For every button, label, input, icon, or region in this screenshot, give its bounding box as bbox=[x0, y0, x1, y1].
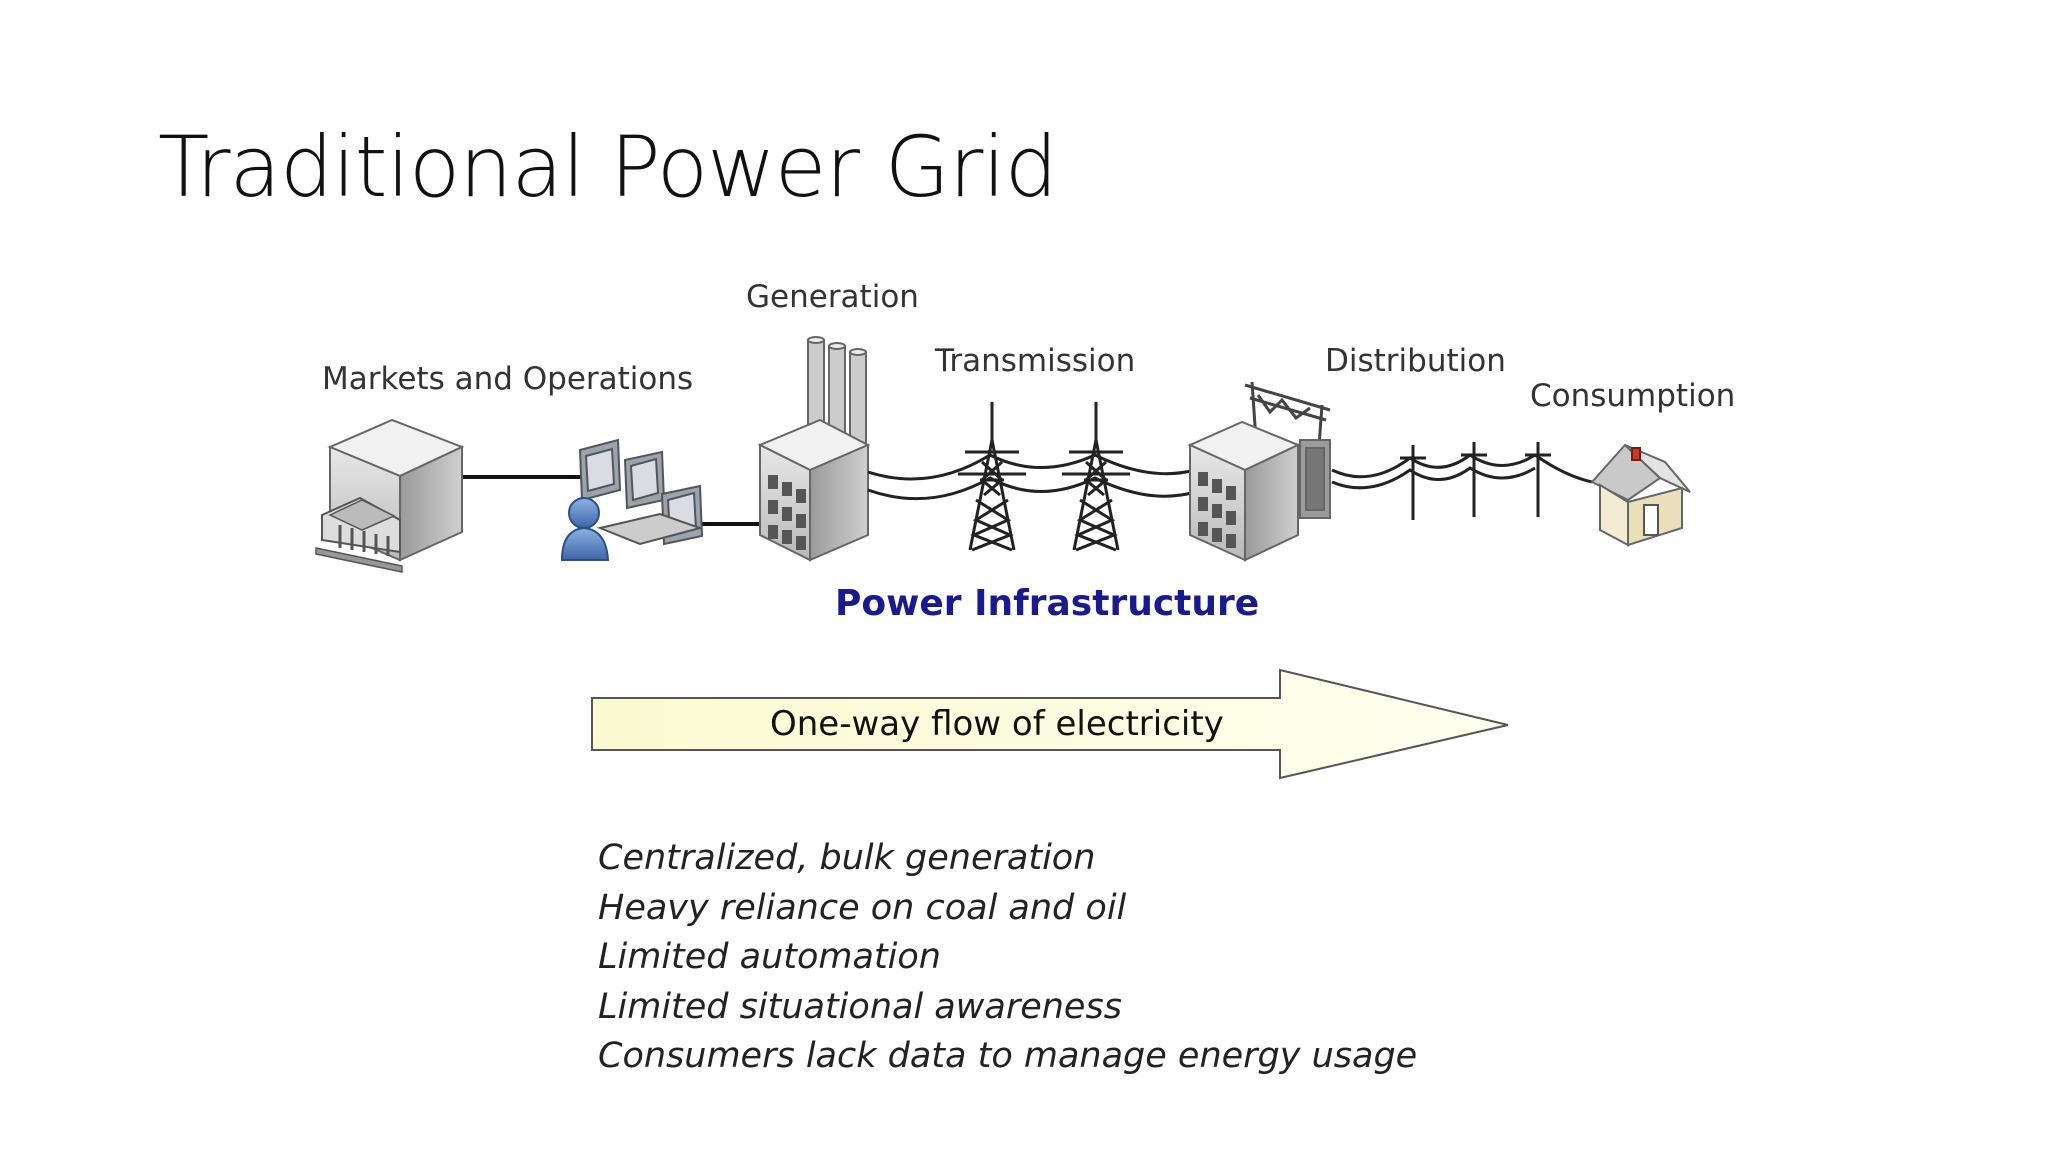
control-link-line bbox=[458, 475, 768, 526]
transmission-tower-icon bbox=[1062, 402, 1130, 552]
slide-title: Traditional Power Grid bbox=[158, 118, 1058, 216]
flow-arrow-label: One-way flow of electricity bbox=[770, 704, 1224, 744]
utility-pole-icon bbox=[1461, 442, 1487, 517]
one-way-flow-arrow bbox=[591, 668, 1509, 780]
list-item: Heavy reliance on coal and oil bbox=[598, 887, 1127, 928]
distribution-lines bbox=[1331, 453, 1593, 490]
label-transmission: Transmission bbox=[935, 343, 1136, 379]
list-item: Limited situational awareness bbox=[598, 986, 1122, 1027]
utility-pole-icon bbox=[1525, 442, 1551, 517]
label-markets-and-operations: Markets and Operations bbox=[322, 361, 694, 397]
power-infrastructure-label: Power Infrastructure bbox=[835, 583, 1260, 624]
bank-building-icon bbox=[315, 418, 465, 573]
operator-workstation-icon bbox=[560, 438, 704, 561]
label-generation: Generation bbox=[746, 279, 919, 315]
power-plant-icon bbox=[757, 336, 871, 562]
label-distribution: Distribution bbox=[1325, 343, 1506, 379]
label-consumption: Consumption bbox=[1530, 378, 1736, 414]
list-item: Limited automation bbox=[598, 937, 941, 977]
characteristics-list: Centralized, bulk generation Heavy relia… bbox=[598, 834, 1417, 1082]
list-item: Centralized, bulk generation bbox=[598, 838, 1096, 878]
house-icon bbox=[1590, 443, 1691, 547]
transmission-tower-icon bbox=[958, 402, 1026, 552]
transmission-lines bbox=[867, 453, 1196, 501]
substation-icon bbox=[1187, 381, 1331, 562]
utility-pole-icon bbox=[1400, 445, 1426, 520]
list-item: Consumers lack data to manage energy usa… bbox=[598, 1036, 1418, 1076]
